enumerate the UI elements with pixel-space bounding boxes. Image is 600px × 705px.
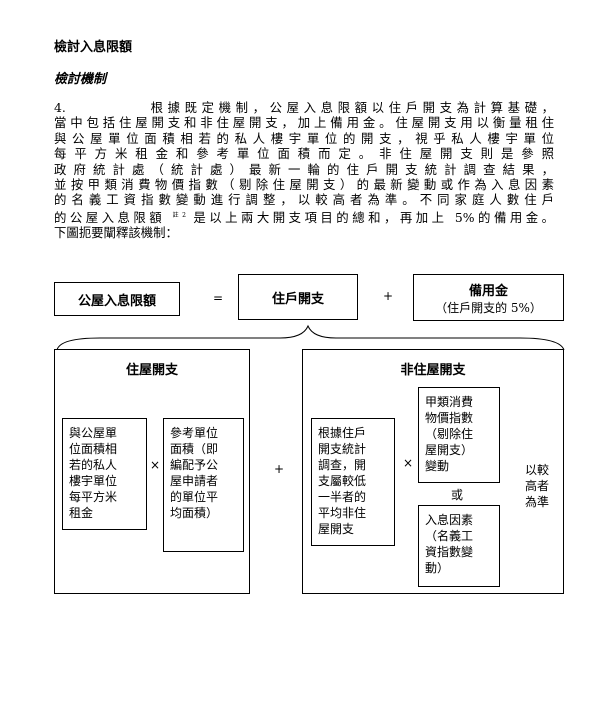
income-limit-box: 公屋入息限額	[54, 282, 180, 316]
para-line: 下圖扼要闡釋該機制：	[54, 225, 178, 241]
para-line-text: 是以上兩大開支項目的總和，再加上 5%的備用金。	[193, 209, 554, 225]
survey-line: 根據住戶	[318, 426, 367, 440]
equals-sign: =	[213, 291, 224, 305]
para-line: 政府統計處（統計處）最新一輪的住戶開支統計調查結果，	[54, 161, 554, 177]
cpi-line: 甲類消費	[425, 395, 474, 409]
para-line-text: 的公屋入息限額	[54, 209, 166, 225]
higher-line: 高者	[525, 479, 550, 493]
plus-sign-top: +	[383, 289, 394, 303]
contingency-box: 備用金 （住戶開支的 5%）	[413, 274, 564, 321]
top-brace	[56, 324, 565, 351]
survey-line: 平均非住	[318, 506, 367, 520]
cpi-box: 甲類消費 物價指數 （剔除住 屋開支） 變動	[418, 387, 500, 483]
sub-heading: 檢討機制	[54, 72, 107, 87]
area-line: 屋申請者	[170, 474, 219, 488]
wage-line: 入息因素	[425, 513, 474, 527]
or-label: 或	[451, 488, 464, 502]
higher-prevails-label: 以較 高者 為準	[525, 462, 549, 510]
rent-line: 樓宇單位	[69, 474, 118, 488]
housing-title: 住屋開支	[125, 363, 178, 378]
contingency-title: 備用金	[468, 283, 508, 299]
para-number: 4.	[54, 100, 66, 115]
para-line: 並按甲類消費物價指數（剔除住屋開支）的最新變動或作為入息因素	[54, 177, 554, 193]
household-expenditure-box: 住戶開支	[238, 274, 358, 320]
area-line: 參考單位	[170, 426, 219, 440]
rent-line: 與公屋單	[69, 426, 118, 440]
survey-line: 支屬較低	[318, 474, 367, 488]
wage-line: 資指數變	[425, 545, 474, 559]
rent-line: 位面積相	[69, 442, 118, 456]
para-line-text: 根據既定機制，公屋入息限額以住戶開支為計算基礎，	[146, 100, 554, 115]
survey-base-box: 根據住戶 開支統計 調查，開 支屬較低 一半者的 平均非住 屋開支	[311, 418, 395, 546]
survey-line: 屋開支	[318, 522, 355, 536]
section-heading: 檢討入息限額	[54, 40, 133, 55]
times-sign-non-housing: ×	[403, 456, 414, 470]
cpi-line: 變動	[425, 459, 450, 473]
higher-line: 為準	[525, 495, 550, 509]
cpi-line: 屋開支）	[425, 443, 474, 457]
wage-index-box: 入息因素 （名義工 資指數變 動）	[418, 505, 500, 587]
para-line: 的公屋入息限額 註2 是以上兩大開支項目的總和，再加上 5%的備用金。	[54, 208, 554, 226]
plus-sign-middle: +	[274, 462, 285, 476]
non-housing-title: 非住屋開支	[400, 363, 466, 378]
paragraph-4: 4. 根據既定機制，公屋入息限額以住戶開支為計算基礎， 當中包括住屋開支和非住屋開…	[54, 100, 554, 241]
survey-line: 一半者的	[318, 490, 367, 504]
para-line: 的名義工資指數變動進行調整，以較高者為準。不同家庭人數住戶	[54, 192, 554, 208]
wage-line: 動）	[425, 561, 450, 575]
wage-line: （名義工	[425, 529, 474, 543]
area-line: 的單位平	[170, 490, 219, 504]
survey-line: 開支統計	[318, 442, 367, 456]
private-rent-box: 與公屋單 位面積相 若的私人 樓宇單位 每平方米 租金	[62, 418, 147, 530]
household-expenditure-label: 住戶開支	[271, 291, 324, 307]
area-line: 面積（即	[170, 442, 219, 456]
unit-area-box: 參考單位 面積（即 編配予公 屋申請者 的單位平 均面積）	[163, 418, 244, 552]
times-sign-housing: ×	[150, 458, 161, 472]
rent-line: 每平方米	[69, 490, 118, 504]
rent-line: 若的私人	[69, 458, 118, 472]
cpi-line: 物價指數	[425, 411, 474, 425]
area-line: 均面積）	[170, 506, 219, 520]
income-limit-label: 公屋入息限額	[77, 293, 156, 309]
contingency-sub: （住戶開支的 5%）	[435, 300, 542, 315]
para-line: 4. 根據既定機制，公屋入息限額以住戶開支為計算基礎，	[54, 100, 554, 115]
rent-line: 租金	[69, 506, 94, 520]
higher-line: 以較	[525, 463, 550, 477]
survey-line: 調查，開	[318, 458, 367, 472]
area-line: 編配予公	[170, 458, 219, 472]
para-line: 當中包括住屋開支和非住屋開支，加上備用金。住屋開支用以衡量租住	[54, 115, 554, 131]
footnote-ref[interactable]: 註2	[172, 211, 186, 219]
para-line: 與公屋單位面積相若的私人樓宇單位的開支，視乎私人樓宇單位	[54, 130, 554, 146]
para-line: 每平方米租金和參考單位面積而定。非住屋開支則是參照	[54, 146, 554, 162]
cpi-line: （剔除住	[425, 427, 474, 441]
